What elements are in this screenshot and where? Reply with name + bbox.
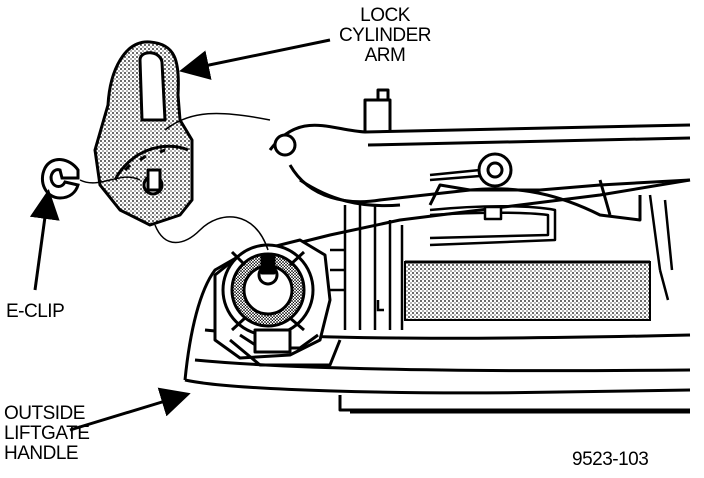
lock-cylinder-arm bbox=[93, 40, 194, 227]
label-outside-liftgate-handle: OUTSIDE LIFTGATE HANDLE bbox=[4, 403, 90, 464]
linkage-rod bbox=[429, 168, 557, 247]
bracket-hole bbox=[273, 133, 297, 157]
e-clip bbox=[40, 158, 80, 200]
arrow-outside-liftgate-handle bbox=[69, 387, 191, 432]
arrow-e-clip bbox=[29, 189, 60, 291]
support-blocks bbox=[330, 194, 674, 330]
arrow-lock-cylinder-arm bbox=[179, 38, 331, 80]
callout-arrows bbox=[29, 38, 331, 432]
leader-lines bbox=[79, 112, 271, 251]
lock-cylinder bbox=[213, 238, 342, 367]
figure-number: 9523-103 bbox=[572, 449, 649, 470]
label-e-clip: E-CLIP bbox=[6, 301, 65, 322]
frame-bracket bbox=[268, 88, 691, 222]
label-lock-cylinder-arm: LOCK CYLINDER ARM bbox=[338, 5, 432, 66]
handle-pad bbox=[404, 260, 651, 321]
pivot-washer bbox=[477, 152, 513, 188]
